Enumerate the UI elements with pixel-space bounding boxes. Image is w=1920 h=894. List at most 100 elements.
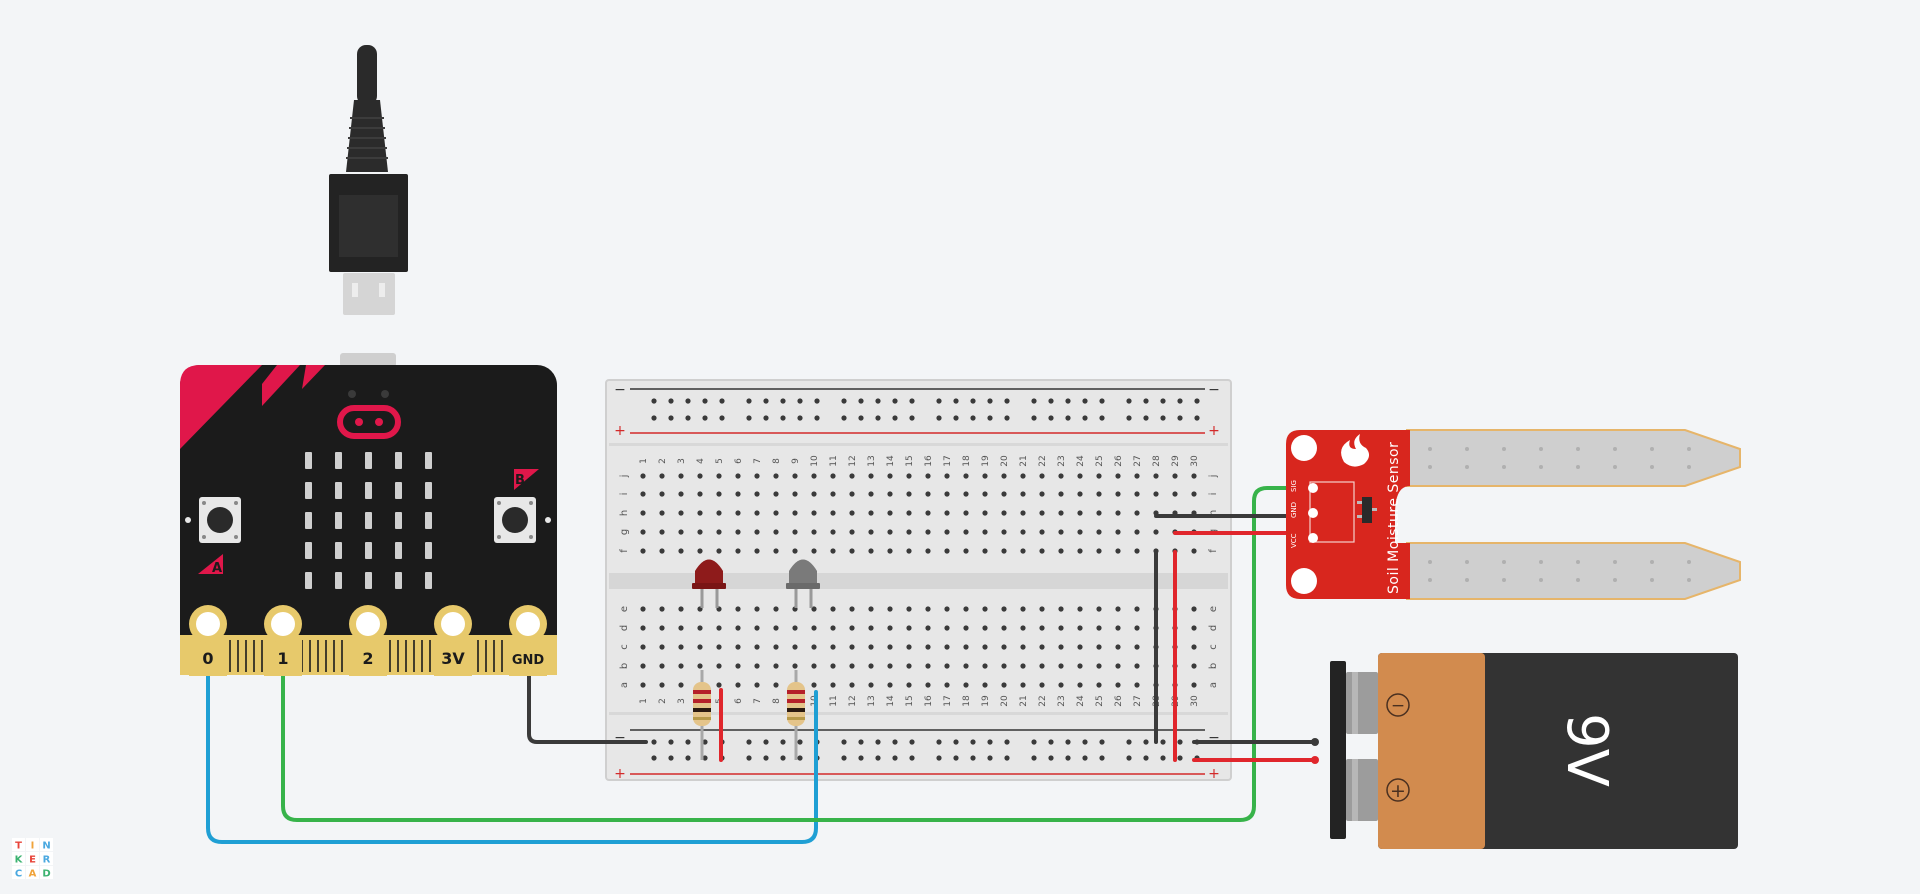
terminal-hole[interactable] (697, 491, 703, 497)
terminal-hole[interactable] (830, 491, 836, 497)
rail-hole[interactable] (1004, 755, 1010, 761)
terminal-hole[interactable] (659, 529, 665, 535)
terminal-hole[interactable] (659, 663, 665, 669)
terminal-hole[interactable] (1191, 606, 1197, 612)
rail-hole[interactable] (936, 415, 942, 421)
terminal-hole[interactable] (849, 682, 855, 688)
red-led[interactable] (692, 559, 726, 609)
terminal-hole[interactable] (716, 625, 722, 631)
rail-hole[interactable] (953, 398, 959, 404)
terminal-hole[interactable] (735, 625, 741, 631)
terminal-hole[interactable] (773, 548, 779, 554)
terminal-hole[interactable] (678, 606, 684, 612)
terminal-hole[interactable] (944, 682, 950, 688)
terminal-hole[interactable] (735, 606, 741, 612)
terminal-hole[interactable] (944, 491, 950, 497)
button-b[interactable] (494, 497, 536, 543)
terminal-hole[interactable] (906, 644, 912, 650)
terminal-hole[interactable] (1058, 606, 1064, 612)
terminal-hole[interactable] (1115, 606, 1121, 612)
terminal-hole[interactable] (811, 625, 817, 631)
rail-hole[interactable] (797, 415, 803, 421)
terminal-hole[interactable] (640, 548, 646, 554)
rail-hole[interactable] (875, 415, 881, 421)
rail-hole[interactable] (987, 398, 993, 404)
terminal-hole[interactable] (697, 510, 703, 516)
rail-hole[interactable] (702, 415, 708, 421)
rail-hole[interactable] (668, 398, 674, 404)
terminal-hole[interactable] (1077, 644, 1083, 650)
battery-plus-terminal[interactable]: + (1386, 778, 1410, 802)
rail-hole[interactable] (953, 755, 959, 761)
rail-hole[interactable] (1099, 398, 1105, 404)
terminal-hole[interactable] (1001, 529, 1007, 535)
terminal-hole[interactable] (963, 644, 969, 650)
terminal-hole[interactable] (887, 663, 893, 669)
terminal-hole[interactable] (1001, 548, 1007, 554)
terminal-hole[interactable] (887, 510, 893, 516)
button-a[interactable] (199, 497, 241, 543)
terminal-hole[interactable] (678, 491, 684, 497)
terminal-hole[interactable] (1020, 548, 1026, 554)
terminal-hole[interactable] (1096, 491, 1102, 497)
rail-hole[interactable] (1004, 398, 1010, 404)
terminal-hole[interactable] (868, 606, 874, 612)
rail-hole[interactable] (858, 755, 864, 761)
terminal-hole[interactable] (697, 473, 703, 479)
terminal-hole[interactable] (640, 529, 646, 535)
rail-hole[interactable] (1126, 415, 1132, 421)
terminal-hole[interactable] (1134, 473, 1140, 479)
terminal-hole[interactable] (944, 529, 950, 535)
terminal-hole[interactable] (1020, 625, 1026, 631)
terminal-hole[interactable] (792, 473, 798, 479)
terminal-hole[interactable] (1191, 644, 1197, 650)
terminal-hole[interactable] (1020, 682, 1026, 688)
soil-moisture-sensor[interactable]: VCC GND SIG Soil Moisture Sensor (1286, 429, 1741, 600)
terminal-hole[interactable] (754, 644, 760, 650)
rail-hole[interactable] (892, 398, 898, 404)
rail-hole[interactable] (1099, 755, 1105, 761)
rail-hole[interactable] (841, 398, 847, 404)
terminal-hole[interactable] (830, 682, 836, 688)
terminal-hole[interactable] (678, 529, 684, 535)
terminal-hole[interactable] (1077, 606, 1083, 612)
terminal-hole[interactable] (678, 644, 684, 650)
wire-green-pin1[interactable] (281, 486, 1322, 822)
terminal-hole[interactable] (697, 663, 703, 669)
rail-hole[interactable] (1082, 739, 1088, 745)
terminal-hole[interactable] (659, 491, 665, 497)
terminal-hole[interactable] (830, 625, 836, 631)
terminal-hole[interactable] (678, 682, 684, 688)
rail-hole[interactable] (987, 755, 993, 761)
rail-hole[interactable] (1099, 739, 1105, 745)
terminal-hole[interactable] (830, 663, 836, 669)
terminal-hole[interactable] (1001, 682, 1007, 688)
terminal-hole[interactable] (887, 473, 893, 479)
battery-9v[interactable]: − + 9V (1311, 653, 1738, 849)
terminal-hole[interactable] (735, 491, 741, 497)
terminal-hole[interactable] (849, 644, 855, 650)
terminal-hole[interactable] (1096, 510, 1102, 516)
terminal-hole[interactable] (849, 529, 855, 535)
terminal-hole[interactable] (868, 473, 874, 479)
terminal-hole[interactable] (811, 644, 817, 650)
terminal-hole[interactable] (1020, 663, 1026, 669)
terminal-hole[interactable] (773, 682, 779, 688)
terminal-hole[interactable] (1001, 625, 1007, 631)
terminal-hole[interactable] (925, 606, 931, 612)
terminal-hole[interactable] (773, 606, 779, 612)
terminal-hole[interactable] (1001, 644, 1007, 650)
rail-hole[interactable] (892, 739, 898, 745)
terminal-hole[interactable] (773, 473, 779, 479)
rail-hole[interactable] (1048, 398, 1054, 404)
terminal-hole[interactable] (1039, 510, 1045, 516)
terminal-hole[interactable] (792, 510, 798, 516)
terminal-hole[interactable] (1077, 682, 1083, 688)
terminal-hole[interactable] (944, 625, 950, 631)
terminal-hole[interactable] (1096, 644, 1102, 650)
terminal-hole[interactable] (906, 491, 912, 497)
terminal-hole[interactable] (735, 663, 741, 669)
terminal-hole[interactable] (754, 510, 760, 516)
terminal-hole[interactable] (697, 548, 703, 554)
wire-blue-pin0[interactable] (206, 653, 818, 844)
